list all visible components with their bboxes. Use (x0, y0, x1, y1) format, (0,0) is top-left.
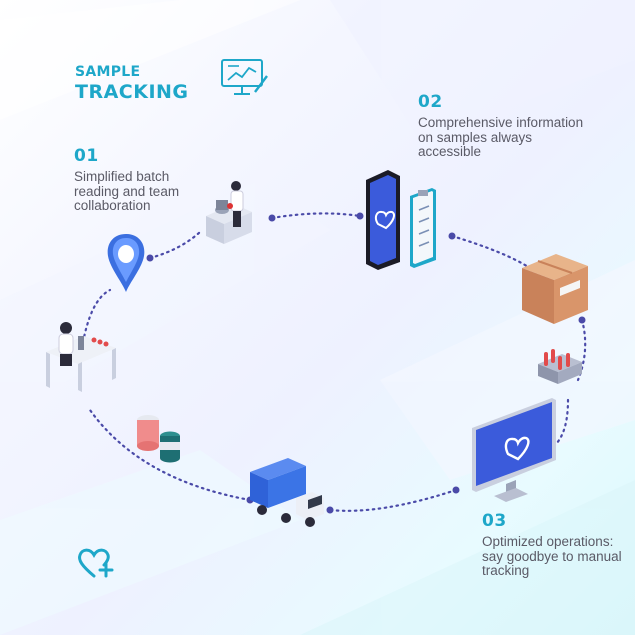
dotted-path (80, 212, 587, 512)
step-description: Optimized operations: say goodbye to man… (482, 534, 622, 578)
lab-researcher-icon (206, 181, 252, 244)
desktop-monitor-icon (472, 398, 556, 502)
smartphone-icon (366, 170, 436, 270)
sample-jars-icon (137, 415, 180, 463)
step-02: 02 Comprehensive information on samples … (418, 92, 588, 160)
title-line-2: TRACKING (75, 81, 189, 103)
step-description: Simplified batch reading and team collab… (74, 169, 180, 213)
step-03: 03 Optimized operations: say goodbye to … (482, 511, 622, 579)
step-number: 01 (74, 146, 99, 166)
title-line-1: SAMPLE (75, 64, 141, 80)
step-01: 01 Simplified batch reading and team col… (74, 146, 214, 214)
chart-monitor-icon (221, 59, 268, 95)
microscope-scientist-icon (46, 322, 116, 392)
test-tube-rack-icon (538, 349, 582, 384)
step-number: 03 (482, 511, 507, 531)
cardboard-box-icon (522, 254, 588, 324)
step-description: Comprehensive information on samples alw… (418, 115, 584, 159)
location-pin-icon (107, 234, 145, 292)
delivery-truck-icon (250, 458, 324, 527)
page-title: SAMPLE TRACKING (75, 64, 189, 103)
step-number: 02 (418, 92, 443, 112)
heart-plus-logo-icon (78, 548, 114, 578)
